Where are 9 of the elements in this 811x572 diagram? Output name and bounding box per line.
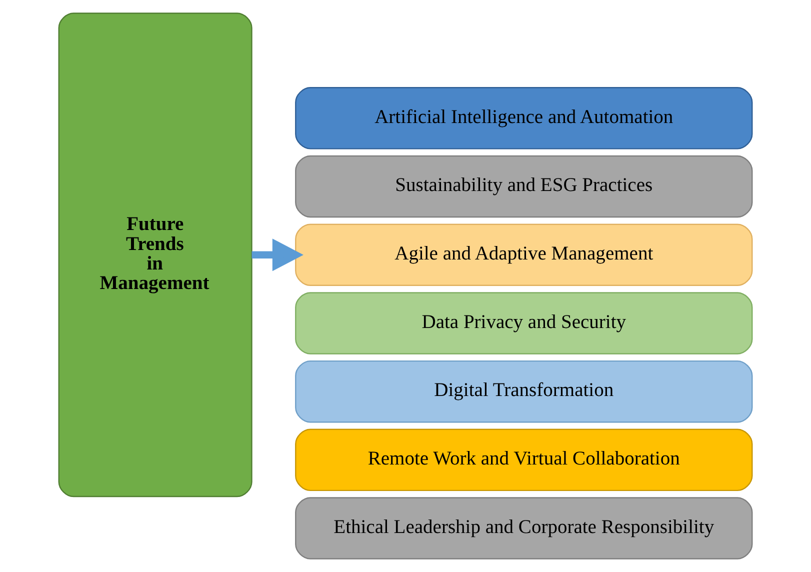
node-box: Remote Work and Virtual Collaboration: [295, 428, 753, 492]
node-box: Agile and Adaptive Management: [295, 224, 753, 286]
node-box: Digital Transformation: [295, 360, 753, 423]
node-box: Artificial Intelligence and Automation: [295, 87, 753, 150]
node-box: Future Trends in Management: [58, 12, 252, 498]
node-box: Data Privacy and Security: [295, 292, 753, 354]
node-box: Sustainability and ESG Practices: [295, 155, 753, 218]
node-box: Ethical Leadership and Corporate Responsibility: [295, 497, 753, 560]
arrow: [252, 238, 304, 272]
